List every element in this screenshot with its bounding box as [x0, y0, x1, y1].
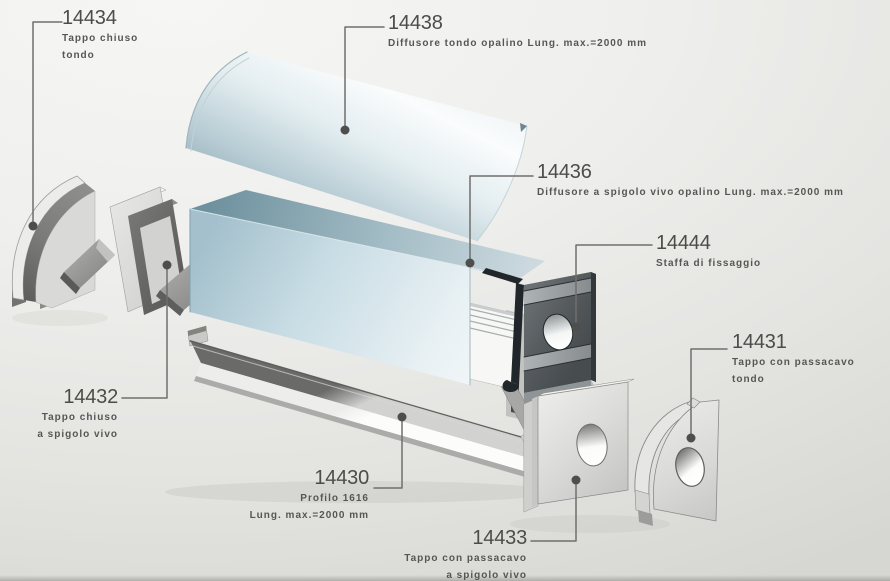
part-desc-line: Tappo chiuso — [62, 33, 139, 44]
part-label-14430: 14430 Profilo 1616 Lung. max.=2000 mm — [249, 466, 370, 524]
part-14444-fixing-bracket — [523, 272, 596, 405]
part-number: 14431 — [732, 331, 787, 353]
ground-shadows — [12, 310, 670, 533]
part-desc-line: tondo — [62, 50, 95, 61]
part-label-14431: 14431 Tappo con passacavo tondo — [732, 330, 855, 388]
part-desc-line: Profilo 1616 — [300, 493, 369, 504]
part-14436-square-diffuser — [189, 190, 545, 393]
part-label-14433: 14433 Tappo con passacavo a spigolo vivo — [404, 526, 527, 581]
part-number: 14430 — [314, 467, 369, 489]
part-14431-round-cap — [634, 397, 720, 526]
part-desc-line: Staffa di fissaggio — [656, 258, 762, 269]
part-number: 14432 — [63, 386, 118, 408]
part-desc-line: a spigolo vivo — [446, 570, 527, 581]
part-desc-line: Tappo con passacavo — [732, 357, 855, 368]
part-desc-line: Diffusore tondo opalino Lung. max.=2000 … — [388, 38, 647, 49]
part-number: 14433 — [472, 527, 527, 549]
part-number: 14434 — [62, 7, 117, 29]
part-label-14444: 14444 Staffa di fissaggio — [656, 231, 761, 272]
part-14433-square-cap — [523, 378, 635, 513]
leader-lines — [32, 21, 728, 542]
part-desc-line: tondo — [732, 374, 765, 385]
part-desc-line: a spigolo vivo — [37, 429, 118, 440]
part-14434-round-end-cap — [11, 175, 96, 309]
profile-cross-section — [469, 302, 518, 391]
part-desc-line: Lung. max.=2000 mm — [249, 510, 369, 521]
part-number: 14436 — [537, 161, 592, 183]
part-label-14434: 14434 Tappo chiuso tondo — [62, 6, 138, 64]
part-desc-line: Tappo chiuso — [41, 412, 118, 423]
part-label-14436: 14436 Diffusore a spigolo vivo opalino L… — [537, 160, 844, 201]
leader-dots — [28, 125, 696, 485]
spring-clip-left — [60, 239, 115, 294]
part-14432-square-end-cap — [109, 186, 188, 315]
part-desc-line: Tappo con passacavo — [404, 553, 527, 564]
part-14438-round-diffuser — [185, 51, 528, 242]
part-label-14432: 14432 Tappo chiuso a spigolo vivo — [37, 385, 118, 443]
part-number: 14444 — [656, 232, 711, 254]
part-desc-line: Diffusore a spigolo vivo opalino Lung. m… — [537, 187, 844, 198]
part-label-14438: 14438 Diffusore tondo opalino Lung. max.… — [388, 11, 647, 52]
part-number: 14438 — [388, 12, 443, 34]
